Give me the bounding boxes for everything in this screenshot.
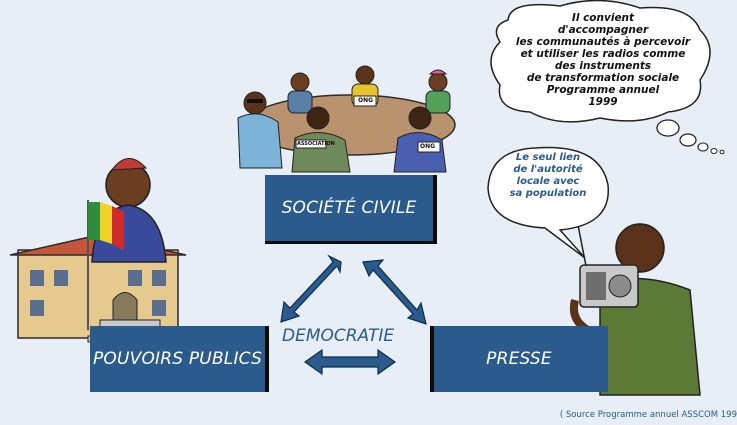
societe-civile-box: SOCIÉTÉ CIVILE — [265, 175, 437, 244]
public-authority-illustration — [9, 158, 187, 343]
ong-tag: ONG — [358, 97, 374, 104]
pouvoirs-publics-label: POUVOIRS PUBLICS — [92, 349, 263, 369]
presse-label: PRESSE — [486, 349, 552, 369]
thought-bubble — [490, 0, 711, 123]
thought-bubble-text: Il convient d'accompagner les communauté… — [515, 12, 691, 108]
association-tag: ASSOCIATION — [297, 141, 335, 147]
press-radio-listener-illustration — [569, 223, 701, 396]
speech-bubble-text: Le seul lien de l'autorité locale avec s… — [509, 152, 587, 199]
arrow-civil-public — [280, 254, 342, 323]
arrows — [280, 254, 427, 376]
ong-tag-2: ONG — [420, 143, 436, 150]
civil-society-meeting-illustration — [237, 65, 456, 173]
arrow-civil-press — [362, 259, 427, 325]
pouvoirs-publics-box: POUVOIRS PUBLICS — [90, 326, 269, 392]
speech-bubble — [487, 146, 609, 259]
arrow-public-press — [303, 348, 397, 376]
source-caption: ( Source Programme annuel ASSCOM 199 — [559, 410, 737, 420]
societe-civile-label: SOCIÉTÉ CIVILE — [281, 198, 417, 218]
presse-box: PRESSE — [430, 326, 608, 392]
democratie-label: DEMOCRATIE — [282, 326, 395, 346]
